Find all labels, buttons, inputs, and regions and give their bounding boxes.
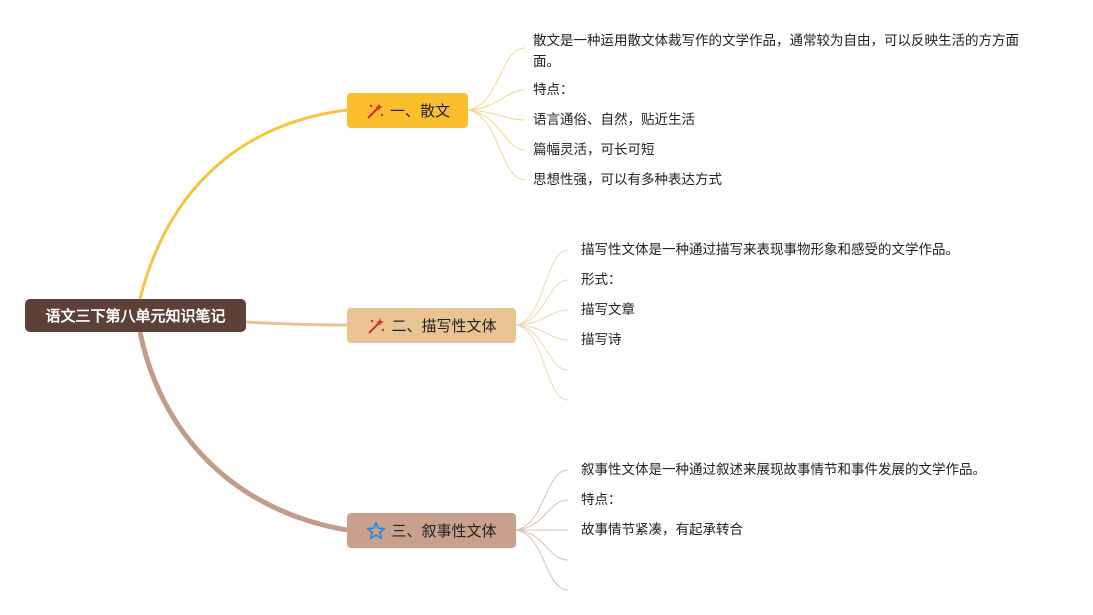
leaf-descriptive-form-article: 描写文章 (581, 302, 635, 318)
branch-node-narrative[interactable]: 三、叙事性文体 (347, 513, 516, 548)
connector-root-branch3 (137, 331, 348, 533)
leaf-descriptive-forms-heading: 形式： (581, 272, 622, 288)
magic-wand-icon (366, 316, 386, 336)
branch2-leaf-connectors (515, 249, 569, 401)
leaf-prose-feature-language: 语言通俗、自然，贴近生活 (533, 112, 695, 128)
root-node[interactable]: 语文三下第八单元知识笔记 (25, 299, 246, 332)
branch-label: 一、散文 (389, 102, 450, 120)
leaf-prose-feature-thought: 思想性强，可以有多种表达方式 (533, 172, 722, 188)
branch-node-descriptive[interactable]: 二、描写性文体 (347, 308, 516, 343)
connector-root-branch2 (245, 320, 348, 327)
branch1-leaf-connectors (467, 47, 526, 181)
branch3-leaf-connectors (515, 469, 569, 591)
leaf-prose-feature-length: 篇幅灵活，可长可短 (533, 142, 655, 158)
root-label: 语文三下第八单元知识笔记 (45, 307, 226, 325)
leaf-prose-features-heading: 特点： (533, 82, 574, 98)
leaf-descriptive-form-poem: 描写诗 (581, 332, 622, 348)
leaf-narrative-features-heading: 特点： (581, 492, 622, 508)
leaf-narrative-feature-plot: 故事情节紧凑，有起承转合 (581, 522, 743, 538)
branch-label: 二、描写性文体 (391, 317, 497, 335)
branch-label: 三、叙事性文体 (391, 522, 497, 540)
magic-wand-icon (365, 101, 385, 121)
branch-node-prose[interactable]: 一、散文 (347, 93, 468, 128)
leaf-prose-definition: 散文是一种运用散文体裁写作的文学作品，通常较为自由，可以反映生活的方方面面。 (533, 33, 1019, 70)
leaf-descriptive-definition: 描写性文体是一种通过描写来表现事物形象和感受的文学作品。 (581, 242, 959, 258)
star-icon (366, 521, 386, 541)
connector-root-branch1 (138, 108, 348, 300)
leaf-narrative-definition: 叙事性文体是一种通过叙述来展现故事情节和事件发展的文学作品。 (581, 462, 986, 478)
